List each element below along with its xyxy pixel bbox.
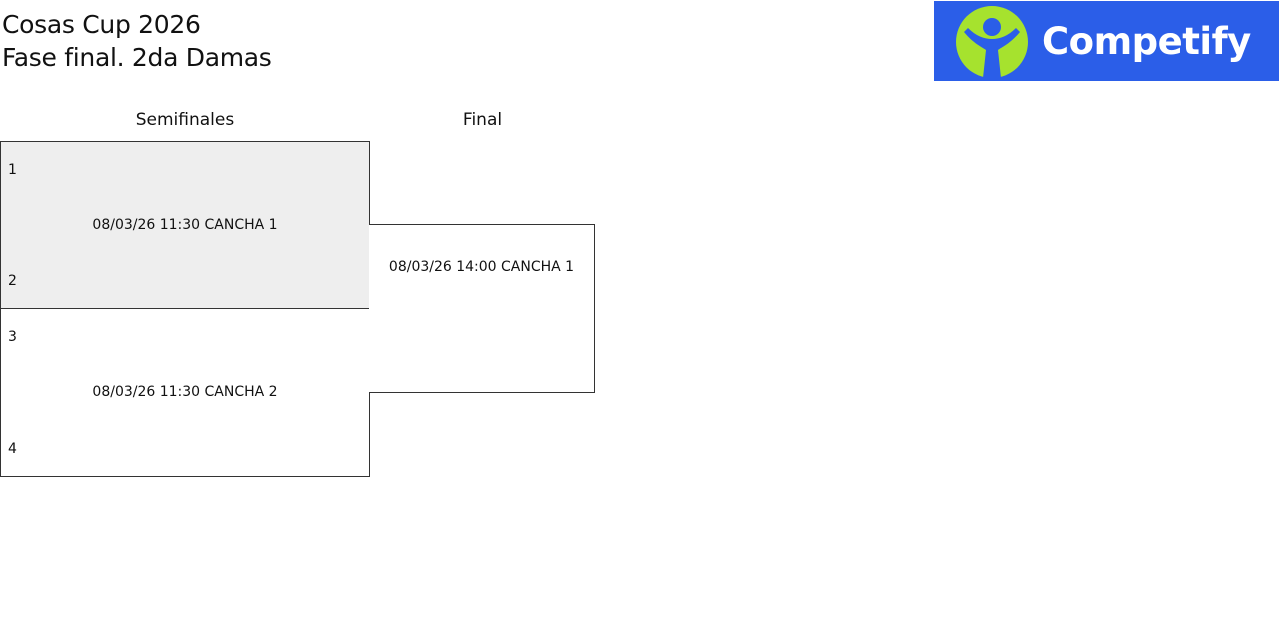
- person-icon: [956, 6, 1028, 78]
- round-title-semifinales: Semifinales: [135, 110, 235, 130]
- seed-label: 1: [8, 162, 17, 178]
- seed-label: 3: [8, 329, 17, 345]
- logo-wordmark: Competify: [1042, 20, 1251, 63]
- seed-label: 2: [8, 273, 17, 289]
- final-match[interactable]: 08/03/26 14:00 CANCHA 1: [369, 224, 595, 393]
- match-schedule: 08/03/26 14:00 CANCHA 1: [388, 259, 575, 275]
- seed-label: 4: [8, 441, 17, 457]
- page-title: Cosas Cup 2026: [2, 10, 201, 39]
- match-schedule: 08/03/26 11:30 CANCHA 1: [92, 217, 278, 233]
- page-subtitle: Fase final. 2da Damas: [2, 43, 272, 72]
- round-title-final: Final: [462, 110, 503, 130]
- match-schedule: 08/03/26 11:30 CANCHA 2: [92, 384, 278, 400]
- semifinal-match-1[interactable]: 1 08/03/26 11:30 CANCHA 1 2: [0, 141, 370, 309]
- competify-logo[interactable]: Competify: [934, 1, 1279, 81]
- semifinal-match-2[interactable]: 3 08/03/26 11:30 CANCHA 2 4: [0, 308, 370, 477]
